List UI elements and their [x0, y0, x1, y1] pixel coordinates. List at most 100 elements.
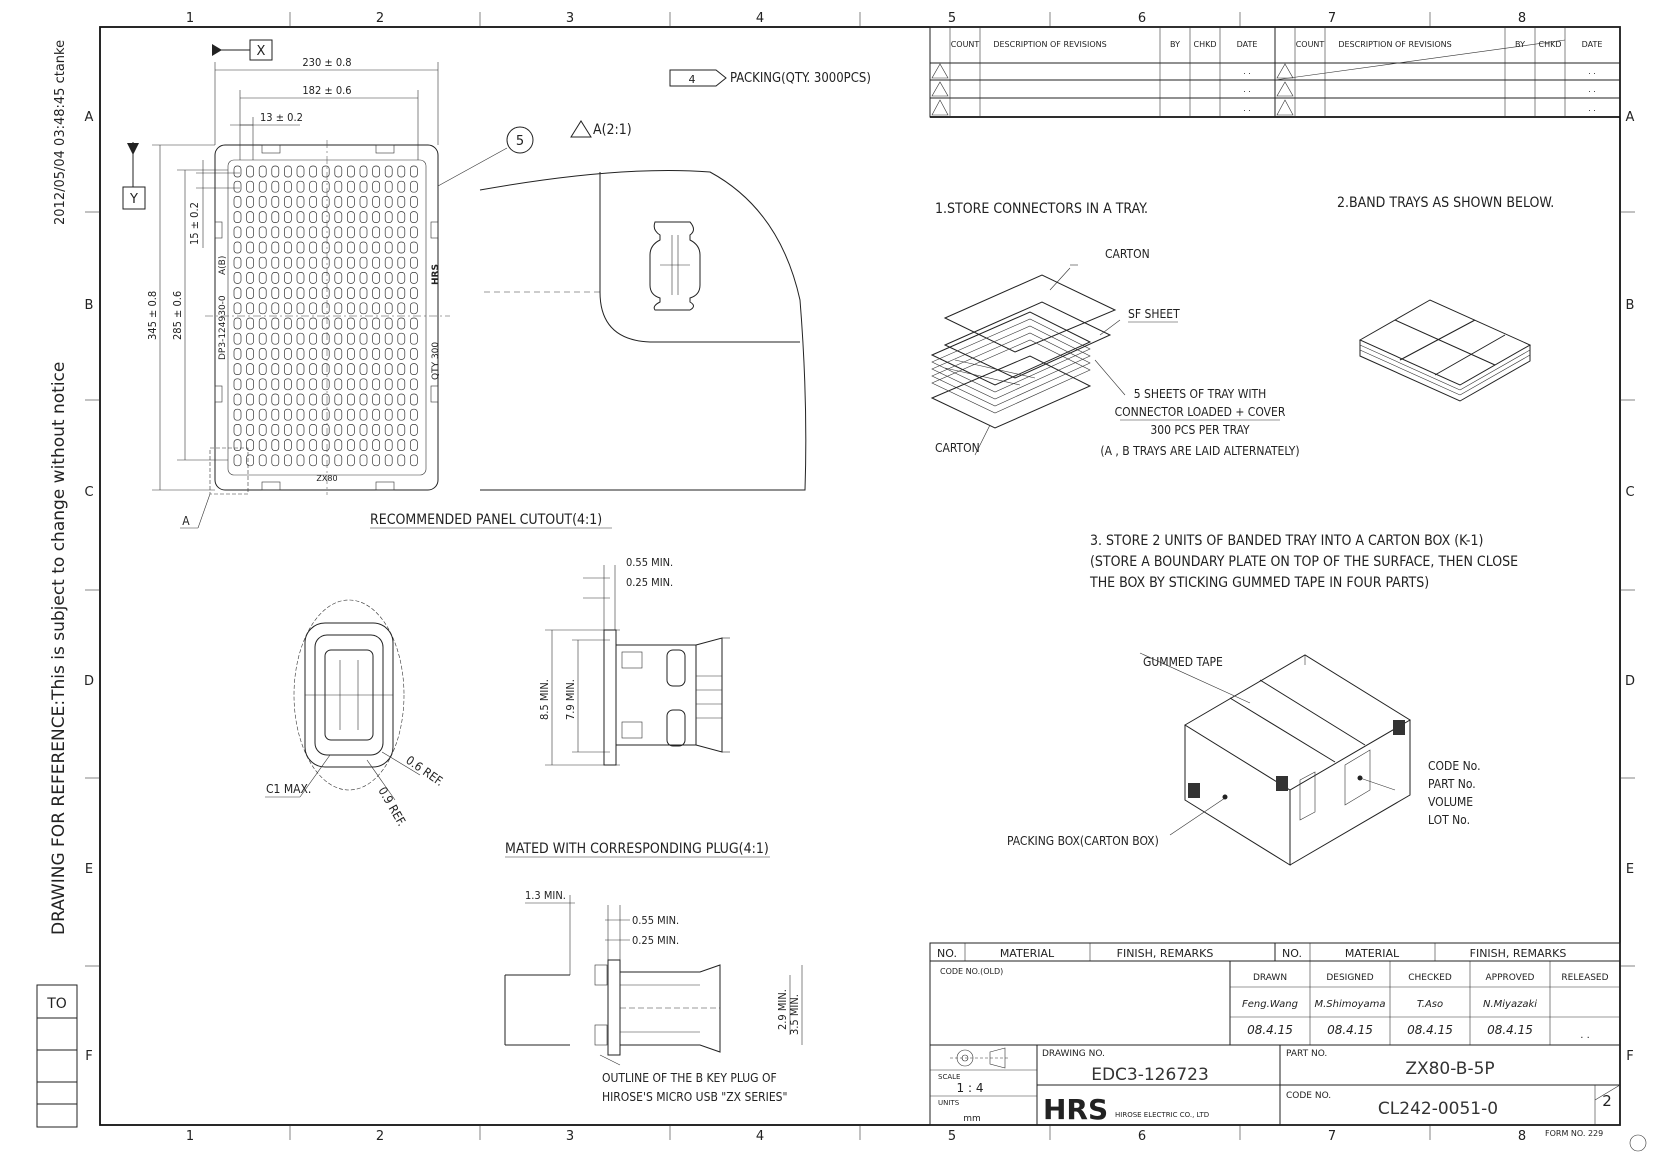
tray-pocket	[410, 165, 418, 178]
tray-pocket	[334, 165, 343, 178]
zone-letter: C	[84, 485, 93, 500]
tray-pocket	[397, 439, 406, 451]
tray-pocket	[372, 211, 380, 223]
tray-pocket	[309, 454, 317, 467]
zone-number: 6	[1138, 11, 1146, 26]
datum-x: X	[212, 39, 273, 61]
tray-pocket	[246, 241, 254, 254]
tray-pocket	[384, 378, 393, 391]
packaging-step-3-line-1: 3. STORE 2 UNITS OF BANDED TRAY INTO A C…	[1090, 533, 1483, 549]
dim-height-outer: 345 ± 0.8	[146, 291, 159, 340]
rev-date: . .	[1588, 104, 1596, 113]
label-sf-sheet: SF SHEET	[1128, 307, 1180, 321]
tray-pocket	[258, 256, 267, 269]
rev-header-count: COUNT	[1296, 40, 1325, 49]
zone-letter: B	[1626, 298, 1635, 313]
tray-pocket	[246, 226, 254, 239]
tray-pocket	[397, 332, 406, 345]
tray-pocket	[372, 302, 380, 315]
tray-pocket	[397, 241, 406, 254]
tray-pocket	[347, 241, 355, 254]
tray-pocket	[347, 317, 355, 330]
tray-pocket	[296, 302, 305, 315]
tray-pocket	[309, 393, 317, 406]
label-carton-bottom: CARTON	[935, 441, 980, 455]
mat-header-material: MATERIAL	[1000, 947, 1055, 960]
revision-table: COUNT DESCRIPTION OF REVISIONS BY CHKD D…	[929, 26, 1621, 118]
zone-number: 3	[566, 11, 574, 26]
to-box: TO	[36, 984, 78, 1128]
tray-pocket	[321, 272, 330, 284]
tray-pocket	[309, 439, 317, 451]
zone-number: 4	[756, 1129, 764, 1144]
tray-logo: HRS	[431, 264, 441, 285]
cutout-c1-max: C1 MAX.	[266, 782, 311, 796]
tray-pocket	[347, 363, 355, 375]
sheet-number: 2	[1602, 1092, 1612, 1110]
sheets-line-4: (A , B TRAYS ARE LAID ALTERNATELY)	[1100, 444, 1299, 458]
tray-pocket	[271, 287, 280, 299]
tray-pocket	[309, 378, 317, 391]
tray-pocket	[347, 256, 355, 269]
tray-pocket	[258, 363, 267, 375]
tray-pocket	[246, 272, 254, 284]
tray-pocket	[284, 272, 292, 284]
code-no: CL242-0051-0	[1378, 1099, 1498, 1119]
tray-pocket	[296, 226, 305, 239]
tray-pocket	[347, 454, 355, 467]
tray-pocket	[296, 363, 305, 375]
tray-pocket	[233, 302, 242, 315]
zone-number: 1	[186, 11, 194, 26]
tray-pocket	[410, 424, 418, 436]
packaging-step-1: 1.STORE CONNECTORS IN A TRAY.	[935, 201, 1148, 217]
rev-header-date: DATE	[1582, 40, 1603, 49]
tray-pocket	[384, 287, 393, 299]
checked-by: T.Aso	[1417, 999, 1443, 1010]
scale-value: 1 : 4	[957, 1081, 984, 1095]
tray-pocket	[321, 226, 330, 239]
zone-number: 5	[948, 1129, 956, 1144]
tray-pocket	[284, 363, 292, 375]
released-label: RELEASED	[1561, 973, 1608, 983]
tray-pocket	[359, 256, 368, 269]
company-name: HIROSE ELECTRIC CO., LTD	[1115, 1111, 1209, 1119]
tray-pocket	[271, 454, 280, 467]
tray-pocket	[321, 378, 330, 391]
dim-width-outer: 230 ± 0.8	[302, 56, 351, 69]
tray-pocket	[410, 211, 418, 223]
tray-pocket	[384, 332, 393, 345]
tray-pocket	[359, 211, 368, 223]
mat-header-material: MATERIAL	[1345, 947, 1400, 960]
tray-pocket	[296, 348, 305, 360]
code-no-label: CODE NO.	[1286, 1091, 1331, 1101]
tray-pocket	[246, 363, 254, 375]
tray-ab: A(B)	[218, 256, 228, 275]
rev-header-count: COUNT	[951, 40, 980, 49]
tray-pocket	[321, 317, 330, 330]
tray-pocket	[359, 424, 368, 436]
tray-pocket	[321, 454, 330, 467]
box-label-volume: VOLUME	[1428, 795, 1473, 809]
tray-pocket	[296, 272, 305, 284]
tray-pocket	[334, 348, 343, 360]
zone-number: 2	[376, 1129, 384, 1144]
tray-pocket	[296, 241, 305, 254]
mated-title: MATED WITH CORRESPONDING PLUG(4:1)	[505, 841, 769, 857]
tray-pocket	[284, 211, 292, 223]
label-packing-box: PACKING BOX(CARTON BOX)	[1007, 834, 1159, 848]
tray-pocket	[246, 408, 254, 421]
tray-pocket	[347, 424, 355, 436]
tray-pocket	[284, 348, 292, 360]
designed-label: DESIGNED	[1326, 973, 1373, 983]
to-label: TO	[46, 996, 67, 1012]
zone-letter: E	[85, 862, 93, 877]
tray-pocket	[347, 348, 355, 360]
tray-pocket	[246, 256, 254, 269]
tray-pocket	[233, 378, 242, 391]
balloon-5-label: 5	[516, 134, 524, 149]
tray-pocket	[271, 256, 280, 269]
tray-pocket	[347, 180, 355, 193]
tray-pocket	[372, 393, 380, 406]
approved-label: APPROVED	[1486, 973, 1535, 983]
tray-pocket	[359, 408, 368, 421]
